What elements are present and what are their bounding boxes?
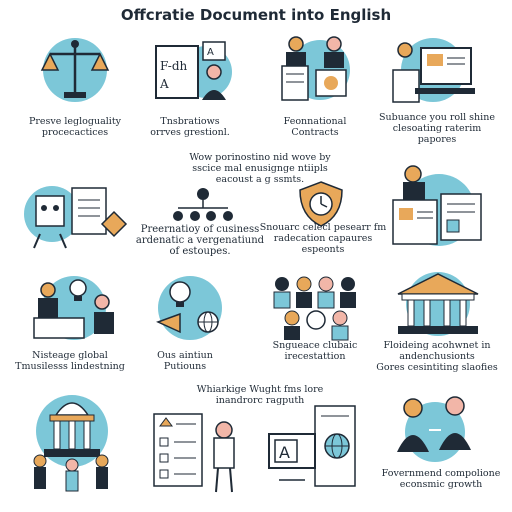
svg-text:A: A xyxy=(279,443,290,462)
team-group-icon xyxy=(273,276,356,341)
lightbulb-globe-icon xyxy=(156,276,222,340)
svg-text:F-dh: F-dh xyxy=(160,59,188,73)
government-building-icon xyxy=(397,272,479,336)
svg-text:A: A xyxy=(207,47,214,58)
business-people-icon xyxy=(397,396,471,462)
dashboard-presenter-icon xyxy=(392,165,482,246)
robot-checklist-icon xyxy=(24,186,128,249)
svg-text:A: A xyxy=(159,77,169,91)
balance-scale-icon xyxy=(40,38,110,102)
page-title: Offcratie Document into English xyxy=(120,6,392,24)
clock-shield-icon xyxy=(299,181,343,227)
contract-meeting-icon xyxy=(281,36,350,101)
org-chart-icon xyxy=(173,188,233,221)
checklist-person-icon xyxy=(153,413,235,493)
computer-workstation-icon xyxy=(392,38,475,103)
translation-globe-icon: A xyxy=(268,405,356,487)
laptop-idea-icon xyxy=(33,276,114,340)
capitol-building-icon xyxy=(33,395,109,492)
document-translation-icon: F-dh A A xyxy=(155,41,232,100)
